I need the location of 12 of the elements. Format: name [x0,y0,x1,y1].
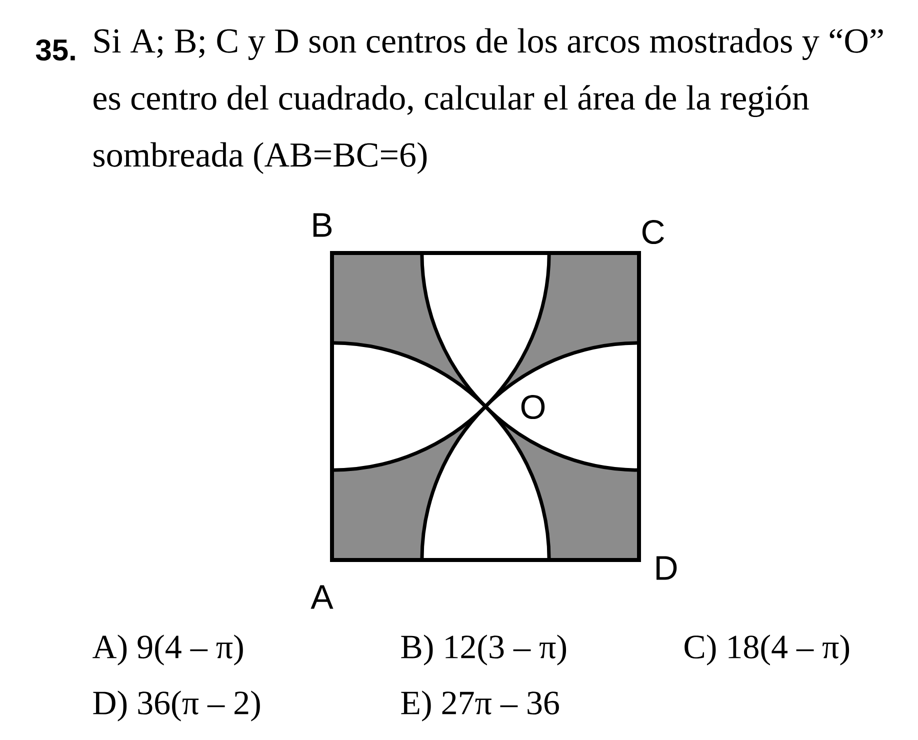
point-label: O [521,394,545,420]
point-label: C [642,220,664,244]
answer-option: B) 12(3 – π) [401,634,566,666]
answer-option: A) 9(4 – π) [92,634,243,666]
point-label: D [656,556,677,580]
question-number: 35. [36,39,75,61]
point-label: B [313,213,332,237]
answer-option: D) 36(π – 2) [93,690,260,722]
answer-option: C) 18(4 – π) [684,634,850,666]
question-text: Si A; B; C y D son centros de los arcos mostrados y “O” es centro del cuadrado, calcular el área de la región sombreada (AB=BC=6) [94,28,883,174]
answer-option: E) 27π – 36 [401,690,559,722]
point-label: A [310,585,334,609]
